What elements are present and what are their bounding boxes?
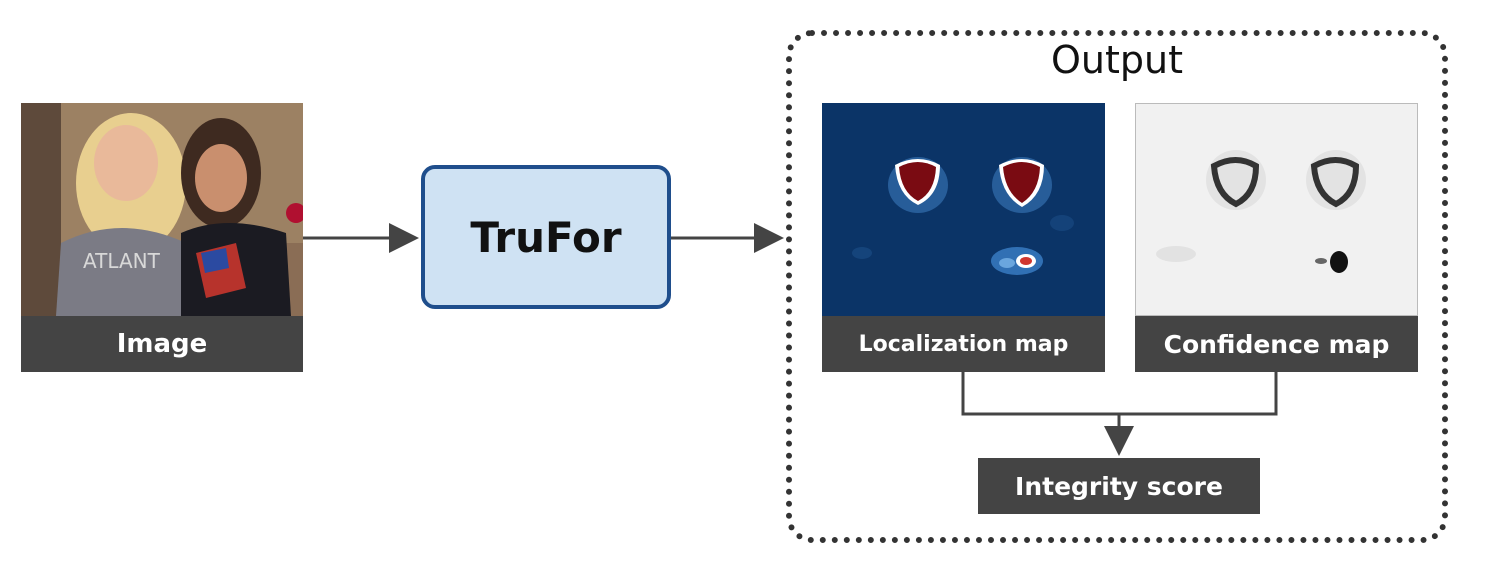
output-group: [786, 30, 1448, 543]
heatmap-icon: [822, 103, 1105, 316]
input-label: Image: [21, 316, 303, 372]
localization-map-image: [822, 103, 1105, 316]
localization-map-label: Localization map: [822, 316, 1105, 372]
localization-to-score-line: [961, 372, 1119, 416]
confidence-map-image: [1135, 103, 1418, 316]
input-image: ATLANT: [21, 103, 303, 316]
confidence-icon: [1136, 104, 1417, 315]
photo-icon: ATLANT: [21, 103, 303, 316]
output-title: Output: [1051, 38, 1183, 82]
confidence-map-label: Confidence map: [1135, 316, 1418, 372]
confidence-to-score-line: [1119, 372, 1278, 416]
integrity-score-label: Integrity score: [978, 458, 1260, 514]
svg-text:ATLANT: ATLANT: [83, 249, 161, 273]
trufor-model-box: TruFor: [421, 165, 671, 309]
